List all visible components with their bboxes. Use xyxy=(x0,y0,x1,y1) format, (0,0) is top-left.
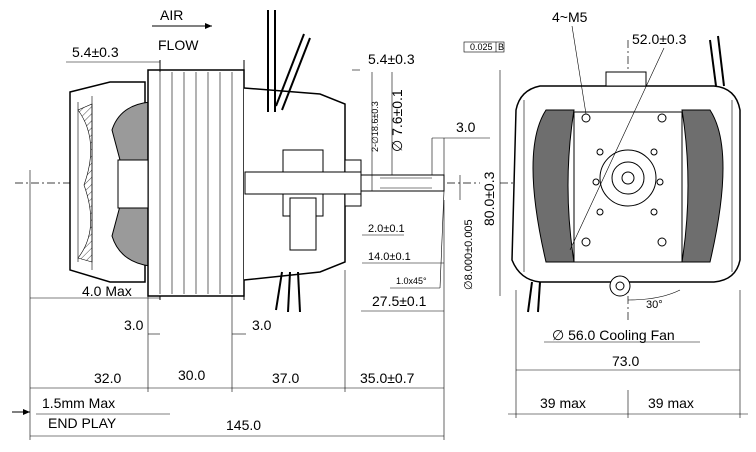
side-view-dimensions: 5.4±0.3 4.0 Max 3.0 3.0 32.0 30.0 37.0 3… xyxy=(12,44,445,440)
dim-30-0: 30.0 xyxy=(178,367,205,383)
shaft-inner xyxy=(244,171,362,195)
dim-52-0: 52.0±0.3 xyxy=(632,31,687,47)
dim-39-max-a: 39 max xyxy=(540,395,586,411)
motor-front-view xyxy=(500,35,741,320)
dim-37-0: 37.0 xyxy=(272,370,299,386)
dim-3-0-b: 3.0 xyxy=(252,317,272,333)
dim-endplay-2: END PLAY xyxy=(48,415,117,431)
dim-7-6: ∅ 7.6±0.1 xyxy=(389,89,405,152)
dim-5-4-right: 5.4±0.3 xyxy=(368,51,415,67)
terminal-block xyxy=(289,197,317,251)
dim-1x45: 1.0x45° xyxy=(396,276,427,286)
dim-73-0: 73.0 xyxy=(612,353,639,369)
dim-3-0-c: 3.0 xyxy=(456,119,476,135)
dim-8-000: ∅8.000±0.005 xyxy=(463,219,475,290)
dim-80-0: 80.0±0.3 xyxy=(481,171,497,226)
front-lead-1 xyxy=(709,39,717,87)
shaft-end xyxy=(360,174,445,192)
front-lead-3 xyxy=(527,281,533,313)
lead-wires xyxy=(267,10,311,313)
front-frame-inner-lines xyxy=(523,100,733,272)
dim-endplay-1: 1.5mm Max xyxy=(42,395,115,411)
front-shaft xyxy=(621,171,635,185)
dim-18-6: 2-∅18.6±0.3 xyxy=(370,101,380,152)
dim-145-0: 145.0 xyxy=(226,417,261,433)
dim-27-5: 27.5±0.1 xyxy=(372,293,427,309)
dim-2-0: 2.0±0.1 xyxy=(368,223,405,235)
fan-blades xyxy=(77,103,93,263)
front-view-dimensions: 4~M5 52.0±0.3 80.0±0.3 30° ∅ 56.0 Coolin… xyxy=(481,9,748,418)
front-top-lug xyxy=(605,71,647,87)
front-terminal xyxy=(609,275,631,297)
dim-52-0-leader xyxy=(569,47,665,251)
tolerance-ref: B xyxy=(498,42,504,52)
airflow-indicator: AIR FLOW xyxy=(152,7,212,53)
shaft-detail: 5.4±0.3 0.025 B 2-∅18.6±0.3 ∅ 7.6±0.1 3.… xyxy=(352,41,505,312)
rotor-end-left xyxy=(117,159,149,209)
airflow-label-flow: FLOW xyxy=(158,37,199,53)
tolerance-value: 0.025 xyxy=(470,42,493,52)
dim-39-max-b: 39 max xyxy=(648,395,694,411)
stator-lamination-lines xyxy=(159,72,233,294)
dim-5-4-left: 5.4±0.3 xyxy=(72,44,119,60)
front-lead-4 xyxy=(537,281,541,313)
dim-30-deg-arc xyxy=(627,289,681,301)
dim-30-deg: 30° xyxy=(646,299,663,311)
dim-32-0: 32.0 xyxy=(94,370,121,386)
front-lead-2 xyxy=(717,35,725,87)
dim-3-0-a: 3.0 xyxy=(124,317,144,333)
airflow-label-air: AIR xyxy=(160,7,183,23)
dim-4-0-max: 4.0 Max xyxy=(82,283,132,299)
tolerance-frame xyxy=(463,41,505,53)
motor-side-view xyxy=(15,10,480,313)
dim-35-0: 35.0±0.7 xyxy=(360,370,415,386)
dim-4-m5-leader xyxy=(571,25,587,115)
dim-4-m5: 4~M5 xyxy=(552,9,588,25)
dim-14-0: 14.0±0.1 xyxy=(368,251,411,263)
dim-56-0-fan: ∅ 56.0 Cooling Fan xyxy=(552,327,675,343)
